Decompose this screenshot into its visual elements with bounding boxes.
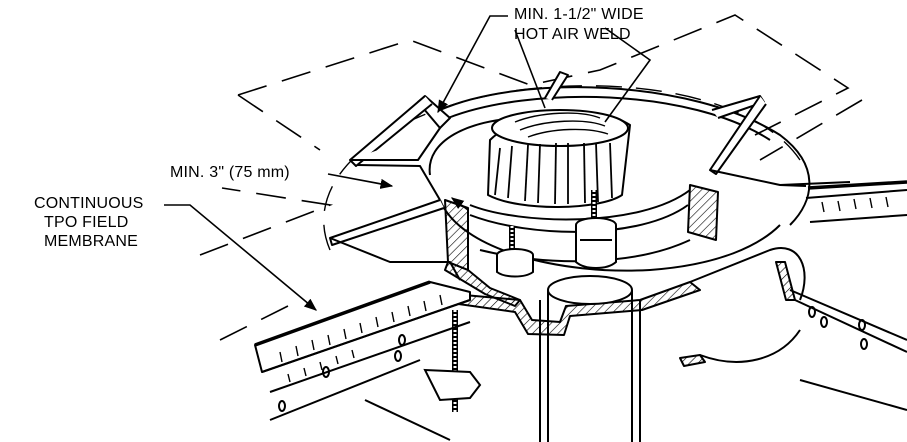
tpo-membrane-label-line2: TPO FIELD <box>44 214 129 231</box>
hot-air-weld-label-line2: HOT AIR WELD <box>514 26 631 43</box>
roof-deck-left <box>255 282 470 440</box>
underdeck-bolt <box>425 310 480 412</box>
clamp-bolt-center <box>576 190 616 268</box>
star-flashing-points <box>330 72 850 280</box>
min-overlap-label: MIN. 3" (75 mm) <box>170 164 290 181</box>
drain-outlet-pipe <box>540 276 640 442</box>
drain-dome-strainer <box>488 110 630 207</box>
tpo-membrane-label-line3: MEMBRANE <box>44 233 139 250</box>
roof-deck-right <box>790 182 907 410</box>
drain-body-section <box>430 248 805 366</box>
leader-min-overlap <box>328 174 468 210</box>
tpo-membrane-label-line1: CONTINUOUS <box>34 195 144 212</box>
leader-tpo-membrane <box>164 205 317 311</box>
leader-hot-air-weld <box>438 16 650 122</box>
hot-air-weld-label-line1: MIN. 1-1/2" WIDE <box>514 6 644 23</box>
membrane-sheet-dashed-outline <box>200 15 862 340</box>
clamp-bolt-left <box>497 226 533 277</box>
